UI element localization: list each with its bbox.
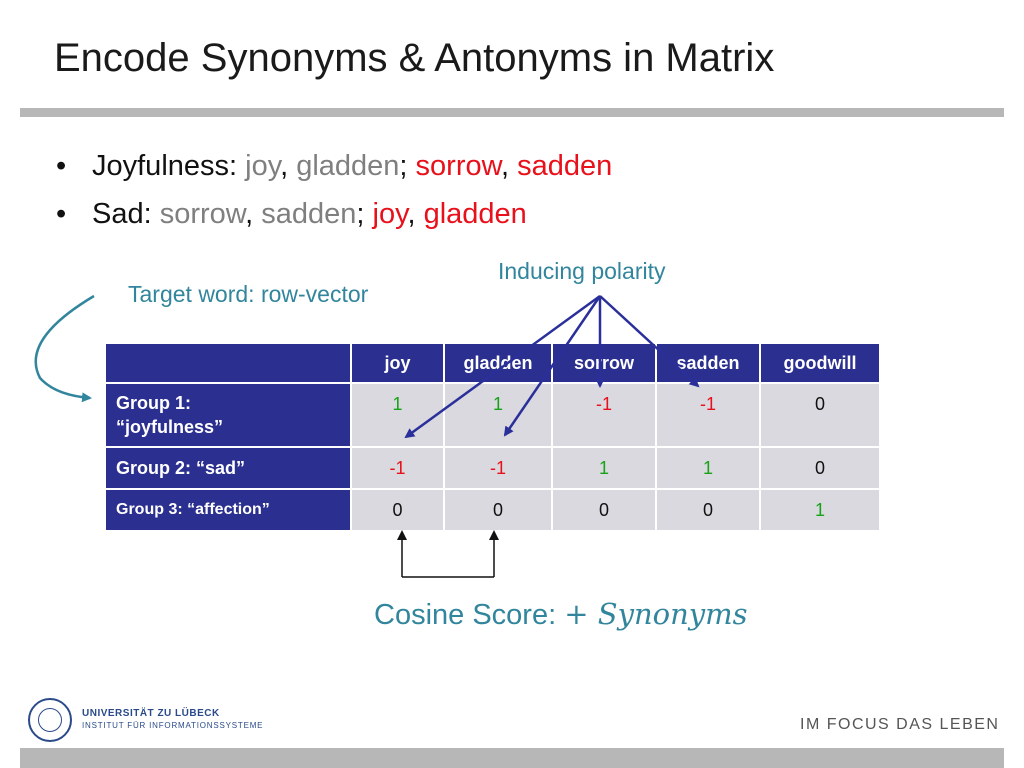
matrix-cell: 0 [551, 488, 657, 532]
title-divider [20, 108, 1004, 117]
separator: , [407, 198, 424, 230]
bullet-head: Sad: [92, 198, 160, 230]
separator: , [280, 150, 297, 182]
matrix-cell: -1 [350, 446, 445, 490]
matrix-cell: 1 [350, 382, 445, 448]
column-header-goodwill: goodwill [759, 342, 881, 384]
synonym-word: sadden [261, 198, 357, 230]
university-seal-icon [28, 698, 72, 742]
antonym-word: sadden [517, 150, 613, 182]
matrix-header-row: joy gladden sorrow sadden goodwill [104, 342, 881, 384]
institute-name: INSTITUT FÜR INFORMATIONSSYSTEME [82, 721, 264, 730]
matrix-corner-cell [104, 342, 352, 384]
matrix-row-group2: Group 2: “sad” -1 -1 1 1 0 [104, 446, 881, 490]
column-header-sadden: sadden [655, 342, 761, 384]
cosine-math: + Synonyms [564, 597, 748, 631]
bullet-sad: • Sad: sorrow, sadden; joy, gladden [56, 198, 612, 246]
footer-tagline: IM FOCUS DAS LEBEN [800, 716, 1000, 733]
matrix-cell: -1 [443, 446, 553, 490]
matrix-cell: 1 [759, 488, 881, 532]
row-label-line: Group 1: [116, 393, 191, 413]
matrix-row-group3: Group 3: “affection” 0 0 0 0 1 [104, 488, 881, 532]
antonym-word: sorrow [415, 150, 501, 182]
target-row-arrow [34, 294, 95, 403]
row-label-group3: Group 3: “affection” [104, 488, 352, 532]
bullet-joyfulness: • Joyfulness: joy, gladden; sorrow, sadde… [56, 150, 612, 198]
synonym-word: gladden [296, 150, 400, 182]
cosine-prefix: Cosine Score: [374, 599, 565, 631]
cosine-bracket [397, 530, 499, 578]
row-label-line: “joyfulness” [116, 417, 224, 437]
bullet-marker: • [56, 198, 67, 230]
synonym-word: joy [245, 150, 281, 182]
antonym-word: joy [372, 198, 408, 230]
separator: , [500, 150, 518, 182]
separator: ; [356, 198, 373, 230]
matrix-cell: -1 [655, 382, 761, 448]
separator: ; [399, 150, 416, 182]
footer-band [20, 748, 1004, 768]
matrix-cell: 0 [759, 446, 881, 490]
matrix-cell: 1 [655, 446, 761, 490]
matrix-cell: -1 [551, 382, 657, 448]
row-label-group2: Group 2: “sad” [104, 446, 352, 490]
matrix-cell: 0 [759, 382, 881, 448]
matrix-cell: 0 [443, 488, 553, 532]
matrix-cell: 0 [655, 488, 761, 532]
target-word-label: Target word: row-vector [128, 281, 369, 307]
row-label-group1: Group 1: “joyfulness” [104, 382, 352, 448]
antonym-word: gladden [423, 198, 527, 230]
column-header-gladden: gladden [443, 342, 553, 384]
matrix-row-group1: Group 1: “joyfulness” 1 1 -1 -1 0 [104, 382, 881, 448]
polarity-matrix: joy gladden sorrow sadden goodwill Group… [104, 342, 881, 532]
synonym-word: sorrow [159, 198, 246, 230]
cosine-score-label: Cosine Score: + Synonyms [374, 597, 748, 632]
inducing-polarity-label: Inducing polarity [498, 258, 666, 284]
bullet-head: Joyfulness: [92, 150, 246, 182]
matrix-cell: 1 [443, 382, 553, 448]
slide-title: Encode Synonyms & Antonyms in Matrix [54, 36, 775, 80]
bullet-marker: • [56, 150, 67, 182]
bullet-list: • Joyfulness: joy, gladden; sorrow, sadde… [56, 150, 612, 246]
university-name: UNIVERSITÄT ZU LÜBECK [82, 708, 220, 719]
university-logo: UNIVERSITÄT ZU LÜBECK INSTITUT FÜR INFOR… [28, 698, 263, 742]
matrix-cell: 0 [350, 488, 445, 532]
column-header-joy: joy [350, 342, 445, 384]
separator: , [245, 198, 262, 230]
column-header-sorrow: sorrow [551, 342, 657, 384]
matrix-cell: 1 [551, 446, 657, 490]
